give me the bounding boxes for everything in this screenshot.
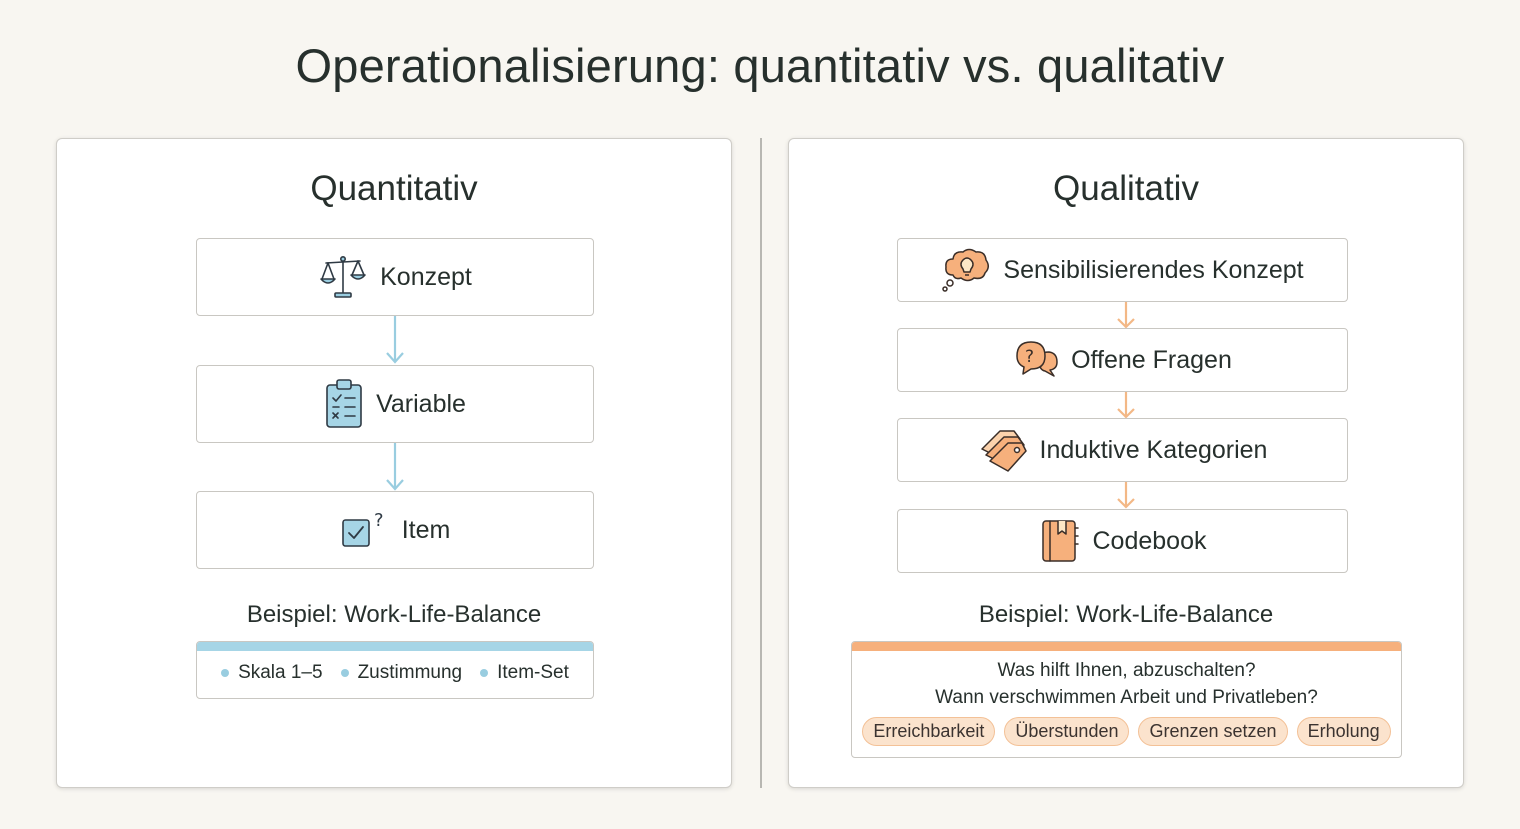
- center-divider: [760, 138, 762, 788]
- notebook-icon: [1039, 518, 1081, 564]
- arrow-down-icon: [386, 443, 404, 491]
- question-line: Wann verschwimmen Arbeit und Privatleben…: [935, 687, 1318, 708]
- step-label: Konzept: [380, 262, 472, 291]
- tag-chip: Überstunden: [1004, 717, 1130, 746]
- checkbox-question-icon: ?: [340, 510, 386, 550]
- qualitative-panel: Qualitativ Sensibilisierendes Konzept: [788, 138, 1464, 788]
- step-offene-fragen: ? Offene Fragen: [897, 328, 1348, 392]
- tag-chip: Erholung: [1296, 717, 1391, 746]
- list-item: Item-Set: [480, 662, 569, 684]
- step-label: Item: [401, 515, 451, 544]
- example-box: Was hilft Ihnen, abzuschalten? Wann vers…: [851, 641, 1402, 758]
- tag-chip: Grenzen setzen: [1138, 717, 1288, 746]
- scales-icon: [318, 253, 368, 301]
- arrow-down-icon: [386, 316, 404, 364]
- accent-bar: [197, 642, 593, 651]
- step-codebook: Codebook: [897, 509, 1348, 573]
- quantitative-heading: Quantitativ: [310, 169, 478, 208]
- step-label: Variable: [376, 389, 466, 418]
- example-items: Skala 1–5 Zustimmung Item-Set: [197, 662, 593, 684]
- clipboard-checklist-icon: [324, 378, 364, 430]
- question-line: Was hilft Ihnen, abzuschalten?: [997, 660, 1256, 681]
- step-variable: Variable: [196, 365, 594, 443]
- speech-bubbles-question-icon: ?: [1013, 338, 1059, 382]
- arrow-down-icon: [1117, 482, 1135, 509]
- example-label: Beispiel: Work-Life-Balance: [246, 601, 542, 628]
- thought-bubble-lightbulb-icon: [941, 247, 991, 293]
- step-konzept: Konzept: [196, 238, 594, 316]
- category-tags: Erreichbarkeit Überstunden Grenzen setze…: [852, 717, 1401, 746]
- page-title: Operationalisierung: quantitativ vs. qua…: [295, 39, 1225, 92]
- arrow-down-icon: [1117, 392, 1135, 419]
- svg-text:?: ?: [374, 510, 384, 531]
- list-item: Skala 1–5: [221, 662, 323, 684]
- list-item: Zustimmung: [340, 662, 462, 684]
- arrow-down-icon: [1117, 302, 1135, 329]
- tags-icon: [978, 427, 1028, 473]
- qualitative-heading: Qualitativ: [1053, 169, 1199, 208]
- quantitative-panel: Quantitativ Konzept: [56, 138, 732, 788]
- step-label: Sensibilisierendes Konzept: [1003, 255, 1304, 284]
- example-box: Skala 1–5 Zustimmung Item-Set: [196, 641, 594, 699]
- step-label: Codebook: [1092, 526, 1207, 555]
- step-label: Induktive Kategorien: [1039, 435, 1268, 464]
- step-label: Offene Fragen: [1071, 345, 1232, 374]
- example-label: Beispiel: Work-Life-Balance: [978, 601, 1274, 628]
- svg-text:?: ?: [1025, 347, 1034, 367]
- step-item: ? Item: [196, 491, 594, 569]
- step-sensibilisierendes-konzept: Sensibilisierendes Konzept: [897, 238, 1348, 302]
- tag-chip: Erreichbarkeit: [862, 717, 996, 746]
- step-induktive-kategorien: Induktive Kategorien: [897, 418, 1348, 482]
- accent-bar: [852, 642, 1401, 651]
